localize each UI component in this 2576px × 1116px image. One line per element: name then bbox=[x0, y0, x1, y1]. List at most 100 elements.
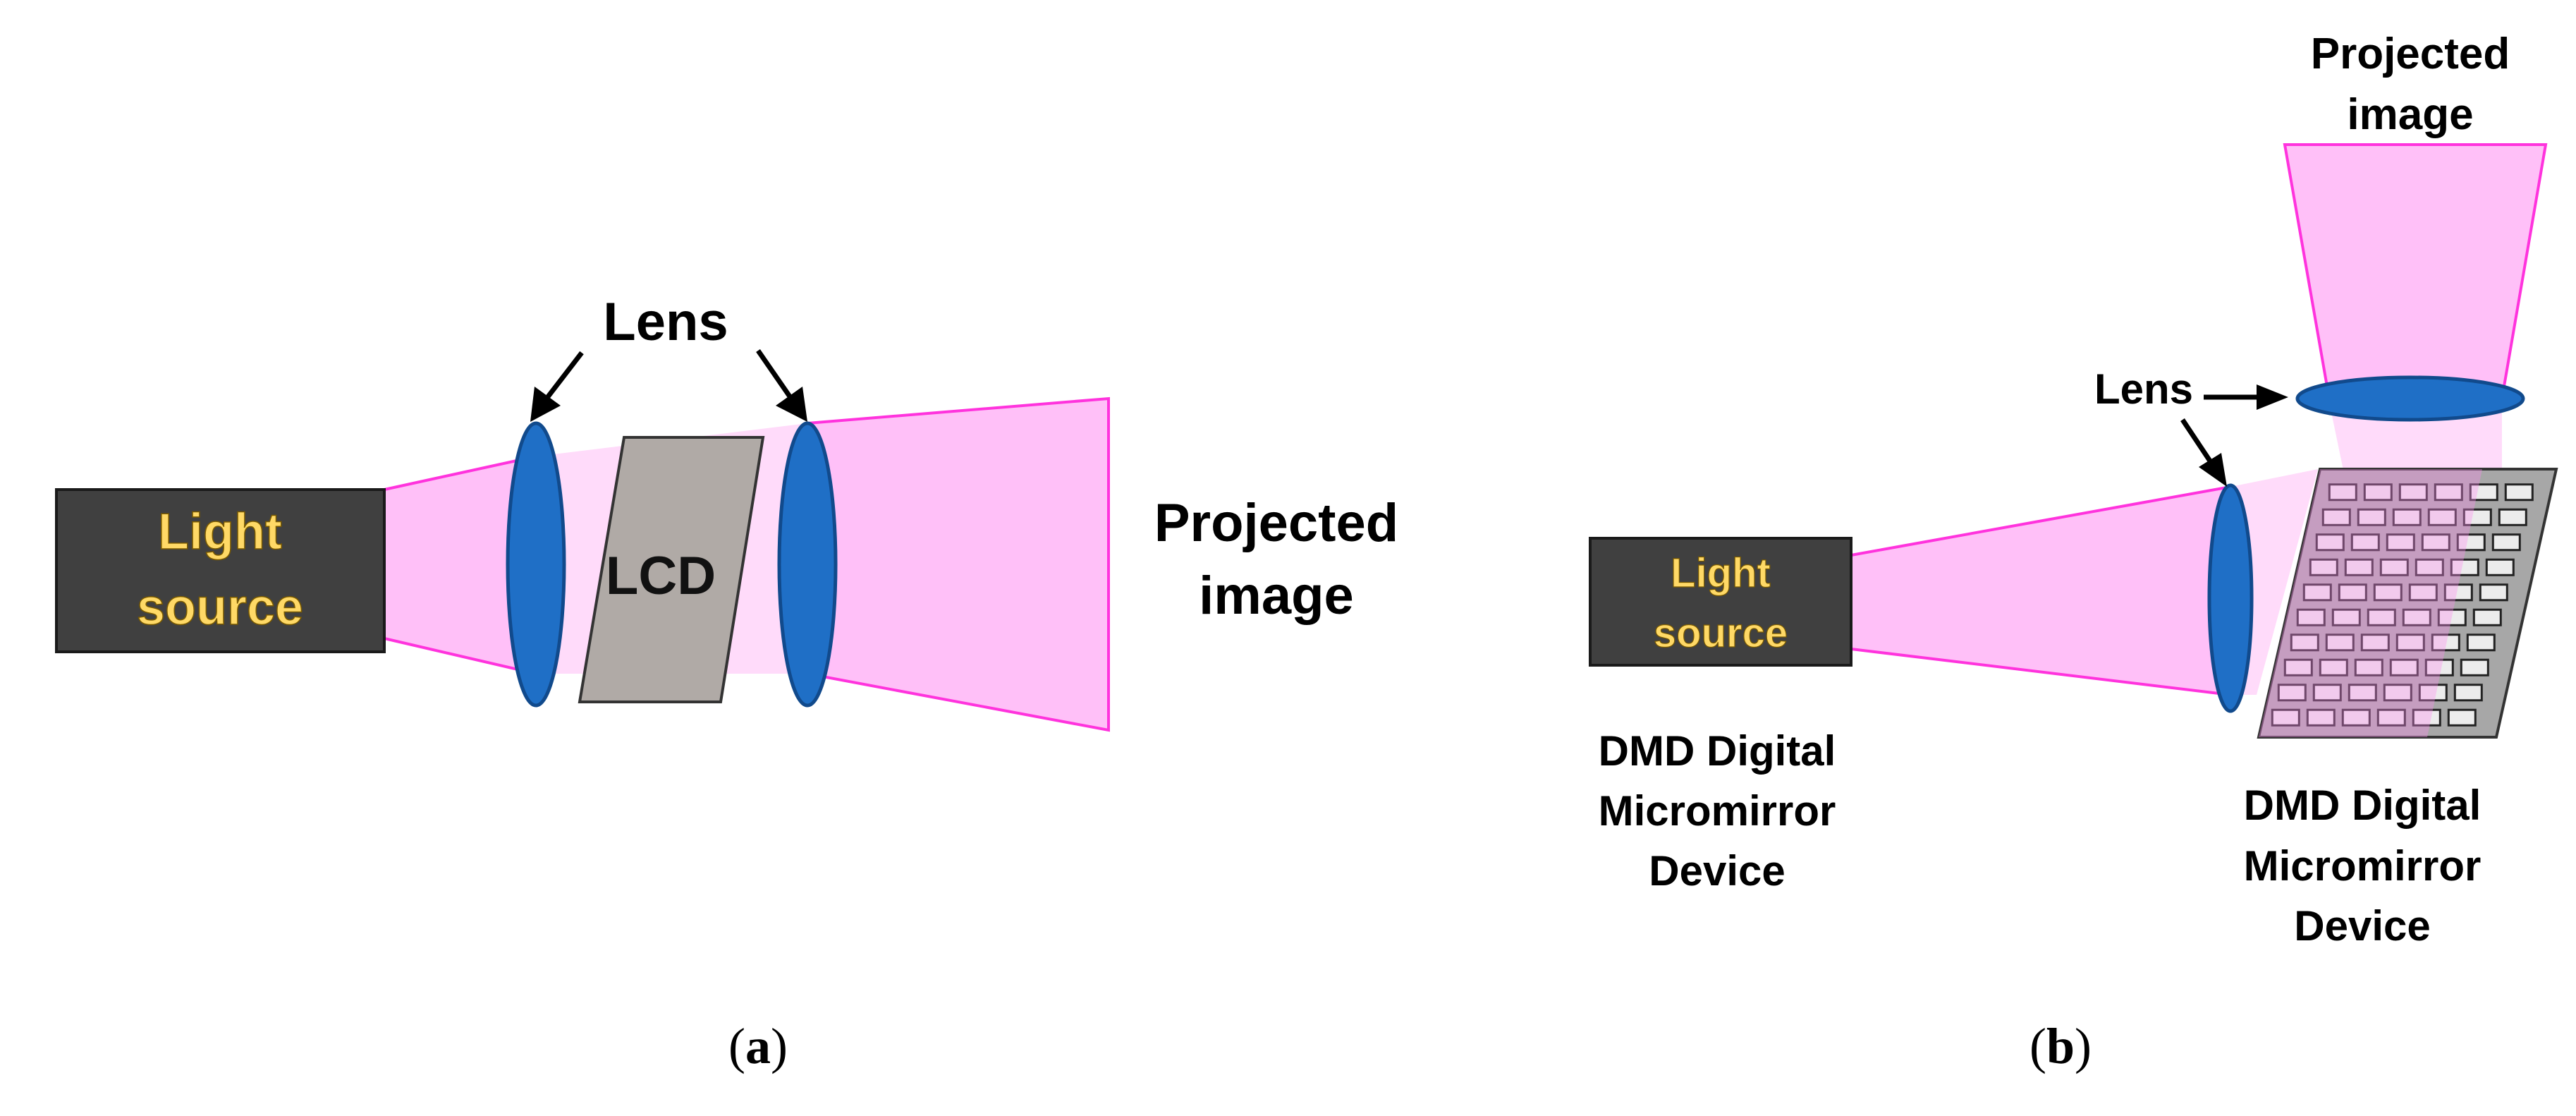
light-source-line-1: Light bbox=[158, 504, 282, 560]
dmd-micromirror bbox=[2450, 558, 2479, 576]
dmd-micromirror bbox=[2302, 583, 2332, 602]
dmd-micromirror bbox=[2453, 684, 2483, 702]
projected-image-label-b: Projected bbox=[2311, 30, 2510, 78]
dmd-label-left-2: Micromirror bbox=[1599, 787, 1836, 835]
caption-a-open: ( bbox=[728, 1018, 745, 1074]
dmd-micromirror bbox=[2373, 583, 2403, 602]
light-source-label-b-2: source bbox=[1654, 610, 1788, 656]
dmd-micromirror bbox=[2290, 633, 2319, 652]
panel-a: Light source LCD Lens Projected image (a… bbox=[55, 292, 1398, 1074]
dmd-micromirror bbox=[2498, 508, 2527, 526]
dmd-micromirror bbox=[2315, 533, 2345, 552]
dmd-micromirror bbox=[2443, 583, 2473, 602]
dmd-micromirror bbox=[2421, 533, 2450, 552]
dmd-micromirror bbox=[2321, 508, 2351, 526]
dmd-micromirror bbox=[2344, 558, 2374, 576]
dmd-micromirror bbox=[2328, 483, 2357, 502]
dmd-micromirror bbox=[2491, 533, 2521, 552]
dmd-micromirror bbox=[2418, 684, 2448, 702]
dmd-micromirror bbox=[2485, 558, 2515, 576]
dmd-micromirror bbox=[2379, 558, 2409, 576]
projected-cone-a bbox=[806, 396, 1110, 732]
dmd-micromirror bbox=[2479, 583, 2508, 602]
lcd-panel bbox=[578, 436, 765, 703]
projected-cone-b bbox=[2283, 143, 2548, 400]
lens-arrow-a-right bbox=[756, 349, 793, 400]
dmd-micromirror bbox=[2283, 658, 2313, 677]
dmd-micromirror bbox=[2319, 658, 2348, 677]
dmd-micromirror bbox=[2424, 658, 2454, 677]
dmd-panel bbox=[2257, 468, 2558, 739]
lens-b-horizontal bbox=[2295, 375, 2525, 422]
dmd-micromirror bbox=[2456, 533, 2486, 552]
dmd-micromirror bbox=[2277, 684, 2307, 702]
dmd-micromirror bbox=[2376, 708, 2406, 727]
dmd-pink-overlay bbox=[2259, 469, 2482, 737]
dmd-micromirror bbox=[2296, 608, 2326, 626]
dmd-micromirror bbox=[2472, 608, 2502, 626]
dmd-micromirror bbox=[2386, 533, 2415, 552]
dmd-micromirror bbox=[2363, 483, 2393, 502]
lens-arrow-b-diagonal bbox=[2180, 418, 2213, 463]
lens-a-right bbox=[777, 421, 838, 708]
projected-image-label-a: Projected bbox=[1154, 493, 1398, 553]
lens-label-b: Lens bbox=[2094, 365, 2193, 413]
caption-b: (b) bbox=[2029, 1018, 2092, 1074]
dmd-micromirror bbox=[2431, 633, 2460, 652]
dmd-micromirror bbox=[2469, 483, 2498, 502]
dmd-micromirror bbox=[2354, 658, 2383, 677]
light-source-box-b bbox=[1589, 537, 1852, 667]
dmd-micromirror bbox=[2312, 684, 2342, 702]
dmd-micromirror bbox=[2395, 633, 2425, 652]
dmd-micromirror bbox=[2350, 533, 2380, 552]
lens-arrowhead-b-diagonal bbox=[2199, 453, 2227, 487]
dmd-micromirror bbox=[2402, 608, 2431, 626]
dmd-mirror-grid bbox=[2271, 483, 2534, 727]
projected-image-label-b-2: image bbox=[2347, 90, 2473, 139]
caption-b-letter: b bbox=[2046, 1018, 2075, 1074]
lens-a-left bbox=[506, 421, 566, 708]
lcd-label: LCD bbox=[606, 546, 716, 606]
dmd-micromirror bbox=[2427, 508, 2457, 526]
light-source-line-2: source bbox=[137, 579, 303, 636]
dmd-micromirror bbox=[2412, 708, 2441, 727]
dmd-micromirror bbox=[2348, 684, 2377, 702]
light-source-label-a: Light bbox=[158, 504, 282, 560]
dmd-label-right-3: Device bbox=[2294, 902, 2430, 950]
caption-a-letter: a bbox=[745, 1018, 771, 1074]
dmd-micromirror bbox=[2460, 658, 2489, 677]
dmd-micromirror bbox=[2357, 508, 2386, 526]
light-source-label-b: Light bbox=[1671, 550, 1771, 596]
dmd-micromirror bbox=[2415, 558, 2444, 576]
beam-lens-to-dmd bbox=[2230, 469, 2318, 695]
lens-label-a: Lens bbox=[603, 292, 728, 352]
dmd-micromirror bbox=[2389, 658, 2419, 677]
dmd-micromirror bbox=[2309, 558, 2338, 576]
caption-b-close: ) bbox=[2075, 1018, 2092, 1074]
lens-arrowhead-b-horizontal bbox=[2257, 384, 2288, 410]
dmd-micromirror bbox=[2398, 483, 2428, 502]
panel-b: Light source Lens Projected image DMD Di… bbox=[1589, 30, 2558, 1074]
projected-image-label-a-2: image bbox=[1199, 566, 1354, 626]
dmd-micromirror bbox=[2408, 583, 2438, 602]
caption-a-close: ) bbox=[771, 1018, 788, 1074]
dmd-micromirror bbox=[2466, 633, 2496, 652]
caption-b-open: ( bbox=[2029, 1018, 2046, 1074]
dmd-micromirror bbox=[2341, 708, 2371, 727]
dmd-micromirror bbox=[2306, 708, 2336, 727]
light-source-label-a-2: source bbox=[137, 579, 303, 636]
dmd-micromirror bbox=[2437, 608, 2467, 626]
dmd-micromirror bbox=[2462, 508, 2492, 526]
dmd-label-right-1: DMD Digital bbox=[2244, 782, 2482, 829]
dmd-label-left-3: Device bbox=[1649, 847, 1785, 894]
caption-a: (a) bbox=[728, 1018, 788, 1074]
lens-arrow-a-left bbox=[544, 351, 584, 401]
dmd-micromirror bbox=[2325, 633, 2355, 652]
dmd-micromirror bbox=[2504, 483, 2534, 502]
beam-source-to-lens-b bbox=[1850, 485, 2232, 697]
dmd-micromirror bbox=[2271, 708, 2300, 727]
lens-b-vertical bbox=[2207, 483, 2254, 713]
lens-arrowhead-a-right bbox=[776, 387, 807, 422]
dmd-micromirror bbox=[2367, 608, 2396, 626]
